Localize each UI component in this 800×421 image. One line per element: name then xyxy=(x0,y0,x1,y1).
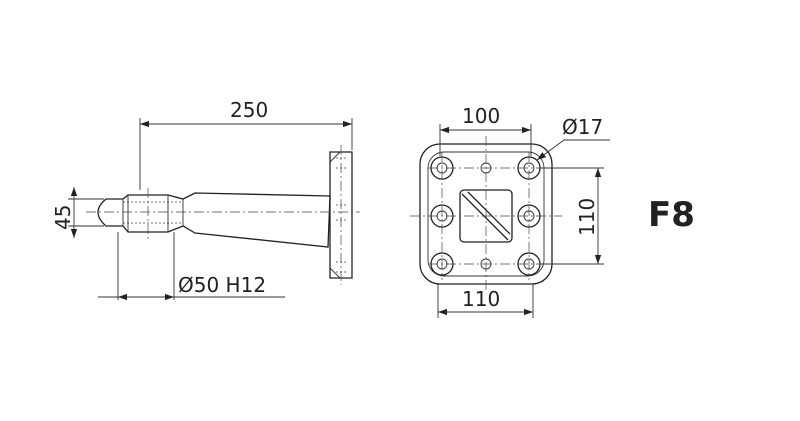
front-hole-centerlines xyxy=(428,152,544,280)
side-view: 250 45 Ø50 H12 xyxy=(51,98,360,301)
dim-bore-label: Ø50 H12 xyxy=(178,273,266,297)
dim-250-label: 250 xyxy=(230,98,268,122)
front-view: 100 Ø17 110 110 xyxy=(410,104,610,318)
bore-edges xyxy=(122,195,184,232)
model-code: F8 xyxy=(648,195,695,235)
dim-100-label: 100 xyxy=(462,104,500,128)
dim-bore-extension xyxy=(117,232,175,300)
dim-100-extension xyxy=(439,124,532,156)
dim-110-right-label: 110 xyxy=(575,198,599,236)
arm-section-hatch xyxy=(461,191,511,241)
dim-hole-label: Ø17 xyxy=(562,115,603,139)
dim-250-extension xyxy=(139,118,353,190)
flange xyxy=(329,151,353,279)
arm-body xyxy=(97,192,331,248)
dim-hole-leader xyxy=(536,139,610,161)
bore-hidden-lines xyxy=(123,201,183,224)
flange-chamfer xyxy=(329,151,341,279)
dim-45-label: 45 xyxy=(51,205,75,230)
dim-110-right-extension xyxy=(540,167,604,265)
dim-110-bottom-label: 110 xyxy=(462,287,500,311)
